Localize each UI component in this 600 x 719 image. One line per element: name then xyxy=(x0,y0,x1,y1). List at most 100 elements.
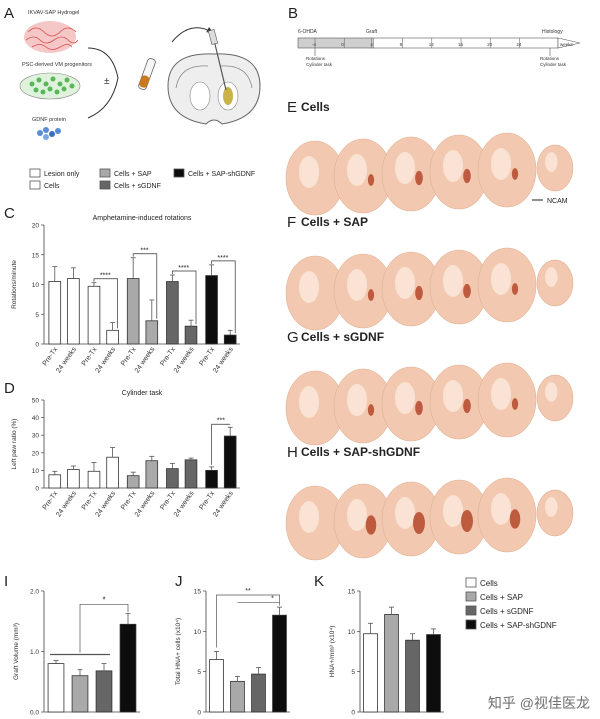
brain-ventricle xyxy=(545,152,558,172)
legend-label: Cells xyxy=(480,579,498,588)
legend-label: Cells + SAP-shGDNF xyxy=(188,171,255,178)
bar xyxy=(251,673,266,713)
ncam-stain xyxy=(415,170,423,186)
x-tick-label: Pre-Tx xyxy=(42,490,60,512)
y-axis-label: HNA+/mm³ (x10⁴) xyxy=(329,626,336,678)
panel-a-schematic: A IKVAV-SAP Hydrogel PSC-derived VM prog… xyxy=(4,5,261,140)
x-tick-label: Pre-Tx xyxy=(81,346,99,368)
brain-ventricle xyxy=(299,156,319,188)
timeline-unit: weeks xyxy=(560,42,574,47)
y-tick-label: 10 xyxy=(348,629,356,636)
timeline-tick-label: 4 xyxy=(370,42,373,47)
bar xyxy=(67,469,80,489)
bar xyxy=(426,634,441,713)
y-tick-label: 20 xyxy=(32,223,40,230)
histology-panel-title: Cells + sGDNF xyxy=(301,330,384,344)
x-tick-label: Pre-Tx xyxy=(159,490,177,512)
hydrogel-icon xyxy=(24,21,79,53)
panel-letter: C xyxy=(4,205,15,222)
brain-ventricle xyxy=(545,267,558,287)
progenitor-dish-icon xyxy=(19,72,81,100)
legend-swatch xyxy=(29,180,41,190)
bar xyxy=(405,639,420,713)
gdnf-protein-icon xyxy=(37,127,61,140)
y-tick-label: 10 xyxy=(194,629,202,636)
x-tick-label: Pre-Tx xyxy=(159,346,177,368)
bar xyxy=(145,320,159,345)
bar xyxy=(384,613,399,713)
bar xyxy=(145,460,159,489)
bar xyxy=(205,469,218,489)
bar xyxy=(230,680,245,713)
bar xyxy=(223,334,237,345)
timeline-tick-label: 8 xyxy=(400,42,403,47)
progenitor-label: PSC-derived VM progenitors xyxy=(22,62,92,68)
panel-letter: J xyxy=(175,573,183,590)
ncam-stain xyxy=(509,509,521,529)
gdnf-label: GDNF protein xyxy=(32,117,66,123)
brain-ventricle xyxy=(347,384,367,416)
injection-arrow xyxy=(171,26,213,43)
significance-stars: **** xyxy=(178,265,189,272)
timeline-tick-label: 12 xyxy=(429,42,435,47)
brain-ventricle xyxy=(491,378,511,410)
bar xyxy=(48,281,62,345)
panel-letter: K xyxy=(314,573,324,590)
ncam-stain xyxy=(413,511,425,535)
ncam-stain xyxy=(367,404,375,416)
y-tick-label: 5 xyxy=(351,669,355,676)
timeline-tick-label: 0 xyxy=(341,42,344,47)
histology-panel-letter: G xyxy=(287,329,299,346)
legend-label: Lesion only xyxy=(44,171,80,178)
legend-swatch xyxy=(465,619,477,630)
y-tick-label: 10 xyxy=(32,468,40,475)
histology-panel-letter: H xyxy=(287,444,298,461)
y-tick-label: 40 xyxy=(32,415,40,422)
bar xyxy=(184,459,198,489)
histology-panel-letter: E xyxy=(287,99,297,116)
significance-stars: * xyxy=(271,595,274,602)
y-axis-label: Left paw ratio (%) xyxy=(11,419,18,470)
brain-ventricle xyxy=(491,493,511,525)
brain-ventricle xyxy=(443,380,463,412)
y-axis-label: Rotations/minute xyxy=(11,260,18,309)
significance-bracket xyxy=(79,603,129,653)
ncam-stain xyxy=(415,285,423,301)
ncam-stain xyxy=(463,168,471,184)
panel-letter-a: A xyxy=(4,5,14,22)
x-tick-label: Pre-Tx xyxy=(198,490,216,512)
y-tick-label: 15 xyxy=(32,252,40,259)
bar xyxy=(71,675,89,713)
panel-letter: D xyxy=(4,380,15,397)
hydrogel-label: IKVAV-SAP Hydrogel xyxy=(28,10,79,16)
brain-ventricle xyxy=(395,152,415,184)
y-tick-label: 10 xyxy=(32,282,40,289)
significance-stars: *** xyxy=(140,248,148,255)
brain-ventricle xyxy=(299,386,319,418)
timeline-tick-label: -4 xyxy=(312,42,316,47)
significance-bracket xyxy=(132,253,158,319)
x-tick-label: Pre-Tx xyxy=(120,346,138,368)
y-tick-label: 20 xyxy=(32,450,40,457)
brain-ventricle xyxy=(347,154,367,186)
brain-ventricle xyxy=(491,148,511,180)
y-tick-label: 0 xyxy=(35,486,39,493)
significance-stars: **** xyxy=(217,255,228,262)
histology-panel-title: Cells + SAP xyxy=(301,215,368,229)
histology-panel-title: Cells + SAP-shGDNF xyxy=(301,445,420,459)
legend-swatch xyxy=(99,180,111,190)
ncam-stain xyxy=(367,289,375,301)
timeline-tick-label: 24 xyxy=(516,42,522,47)
legend-swatch xyxy=(465,605,477,616)
brain-ventricle xyxy=(443,265,463,297)
ncam-stain xyxy=(365,515,377,535)
syringe-tube-icon xyxy=(138,58,156,90)
ncam-stain xyxy=(511,398,519,410)
